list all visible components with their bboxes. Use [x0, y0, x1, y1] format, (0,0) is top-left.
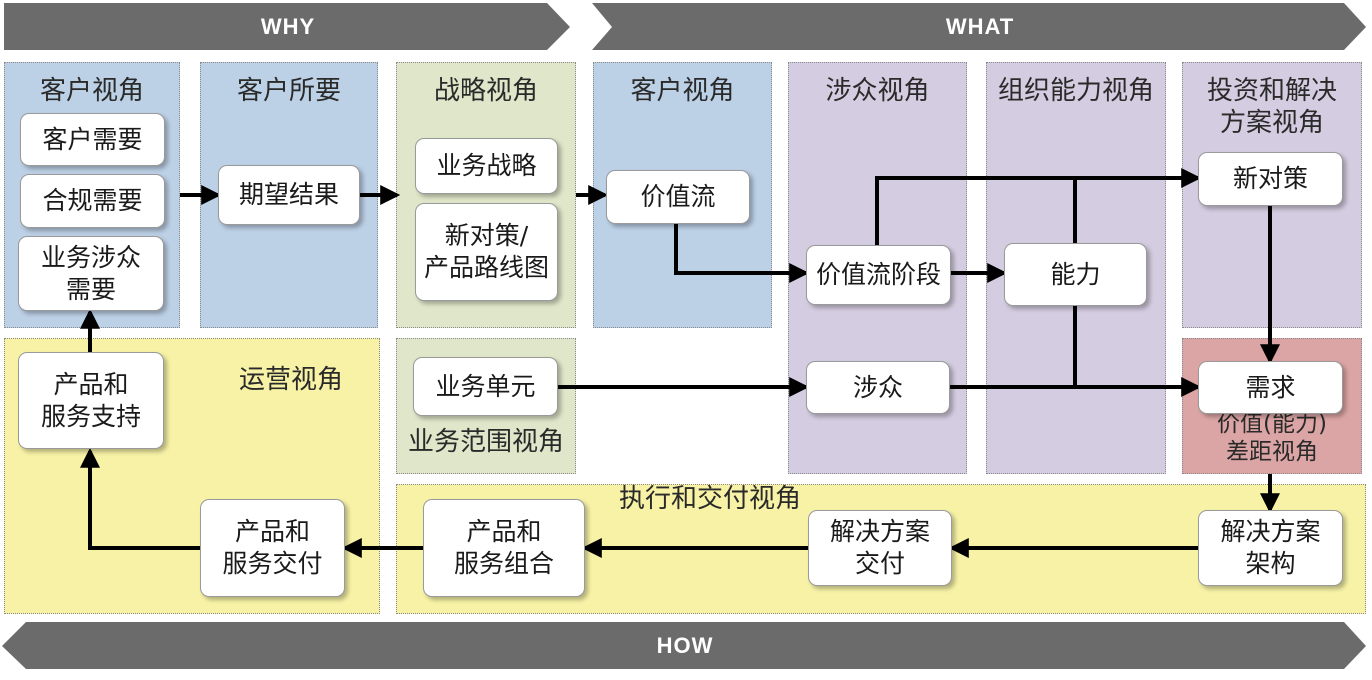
stakeholder-view-label: 涉众视角: [825, 76, 930, 106]
solution-delivery-box: 解决方案 交付: [808, 510, 952, 586]
what-banner-shape: [592, 3, 1366, 50]
product-service-support-box: 产品和 服务支持: [18, 352, 164, 449]
new-initiative-roadmap-box: 新对策/ 产品路线图: [415, 203, 558, 301]
customer-view-label-1: 客户视角: [39, 76, 144, 106]
new-initiative-box: 新对策: [1198, 152, 1343, 206]
arrow-service-delivery-to-support: [80, 447, 200, 550]
customer-view-label-2: 客户视角: [630, 76, 735, 106]
business-unit-box: 业务单元: [413, 357, 558, 416]
investment-view-label: 投资和解决 方案视角: [1206, 76, 1337, 138]
how-label: HOW: [656, 633, 714, 658]
arrow-value-stream-to-stage: [674, 224, 810, 283]
arrow-capability-to-requirements: [1073, 306, 1202, 397]
why-label: WHY: [260, 14, 316, 39]
product-service-delivery-box: 产品和 服务交付: [200, 499, 345, 597]
strategy-view-label: 战略视角: [433, 76, 538, 106]
why-banner-shape: [4, 3, 570, 50]
customer-needs-box: 客户需要: [20, 113, 165, 166]
org-capability-view-label: 组织能力视角: [997, 76, 1154, 106]
value-gap-view-label: 价值(能力) 差距视角: [1217, 411, 1327, 465]
customer-wants-label: 客户所要: [236, 76, 341, 106]
value-stream-box: 价值流: [606, 170, 750, 224]
why-banner: WHY: [4, 3, 572, 51]
value-stream-stage-box: 价值流阶段: [806, 245, 951, 305]
how-banner-shape: [2, 622, 1366, 669]
operations-view-label: 运营视角: [238, 365, 343, 395]
solution-architecture-box: 解决方案 架构: [1198, 510, 1343, 586]
how-banner: HOW: [2, 622, 1368, 670]
what-label: WHAT: [945, 14, 1015, 39]
product-service-portfolio-box: 产品和 服务组合: [423, 499, 585, 597]
requirements-box: 需求: [1198, 361, 1343, 414]
arrow-stage-to-new-initiative: [875, 168, 1202, 245]
capability-box: 能力: [1004, 243, 1147, 306]
expected-outcome-box: 期望结果: [218, 165, 360, 225]
stakeholder-needs-box: 业务涉众 需要: [18, 236, 164, 311]
compliance-needs-box: 合规需要: [20, 174, 165, 228]
business-scope-view-label: 业务范围视角: [407, 427, 564, 457]
execution-view-label: 执行和交付视角: [618, 484, 801, 514]
what-banner: WHAT: [592, 3, 1368, 51]
stakeholders-box: 涉众: [806, 361, 950, 414]
business-strategy-box: 业务战略: [415, 138, 558, 194]
